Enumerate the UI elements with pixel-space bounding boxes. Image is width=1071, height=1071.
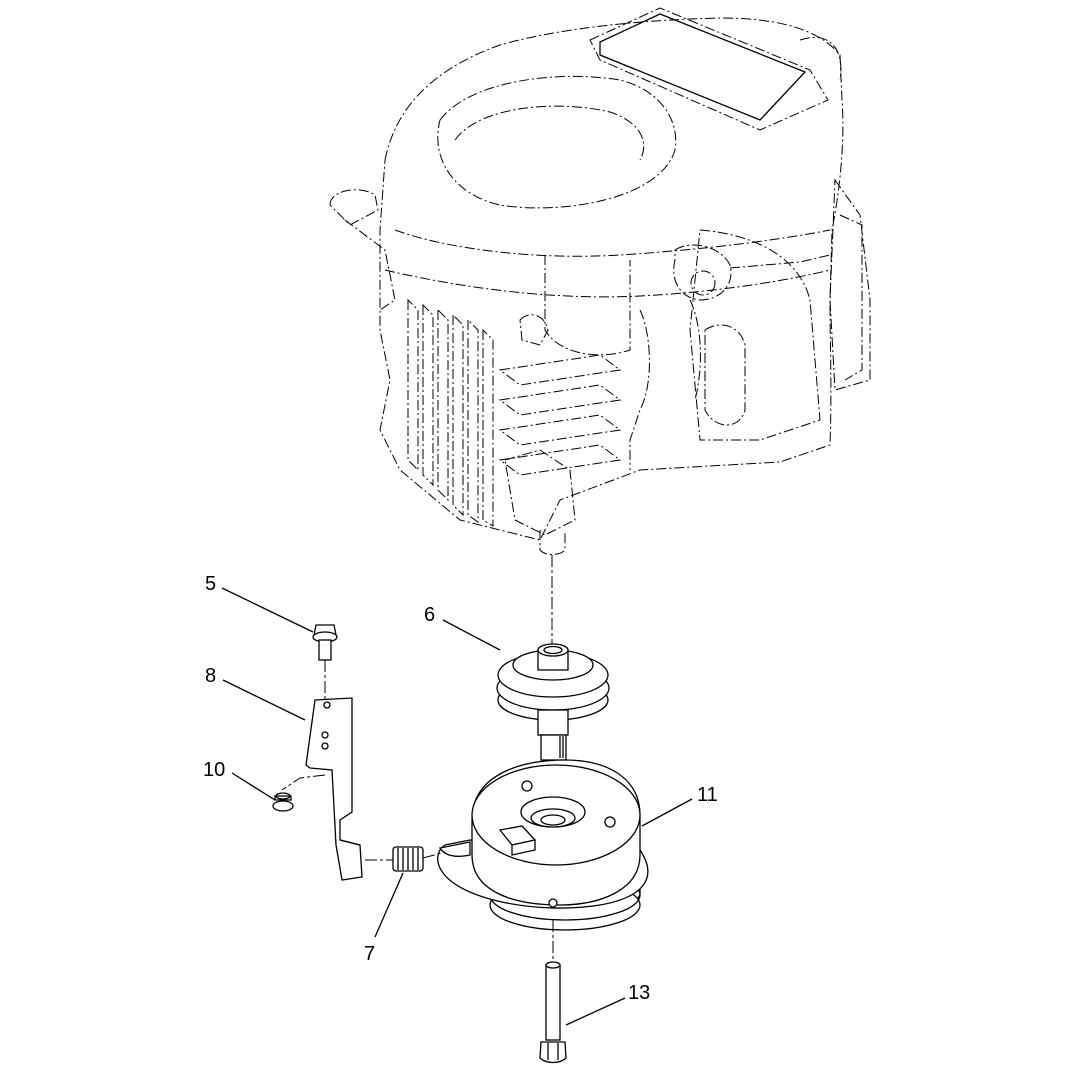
leader-10 [231,772,276,801]
callout-10: 10 [203,759,225,781]
engine-outline-icon [329,7,871,555]
callout-11: 11 [697,784,718,806]
callout-7: 7 [364,943,375,965]
leader-7 [374,872,404,938]
callout-6: 6 [424,604,435,626]
spacer-centerline-right [422,851,446,859]
leader-8 [222,679,306,721]
spacer-icon [392,846,424,872]
pto-clutch-icon [437,759,649,931]
leader-5 [221,587,314,633]
callout-8: 8 [205,665,216,687]
clutch-bolt-icon [539,961,567,1064]
leader-6 [442,619,501,651]
bracket-icon [305,697,363,881]
flange-bolt-icon [312,624,338,661]
flange-nut-icon [272,792,294,812]
leader-11 [641,798,693,827]
leader-13 [565,997,626,1026]
callout-5: 5 [205,573,216,595]
nut-centerline [281,774,326,791]
callout-13: 13 [628,982,650,1004]
pulley-icon [496,643,610,761]
